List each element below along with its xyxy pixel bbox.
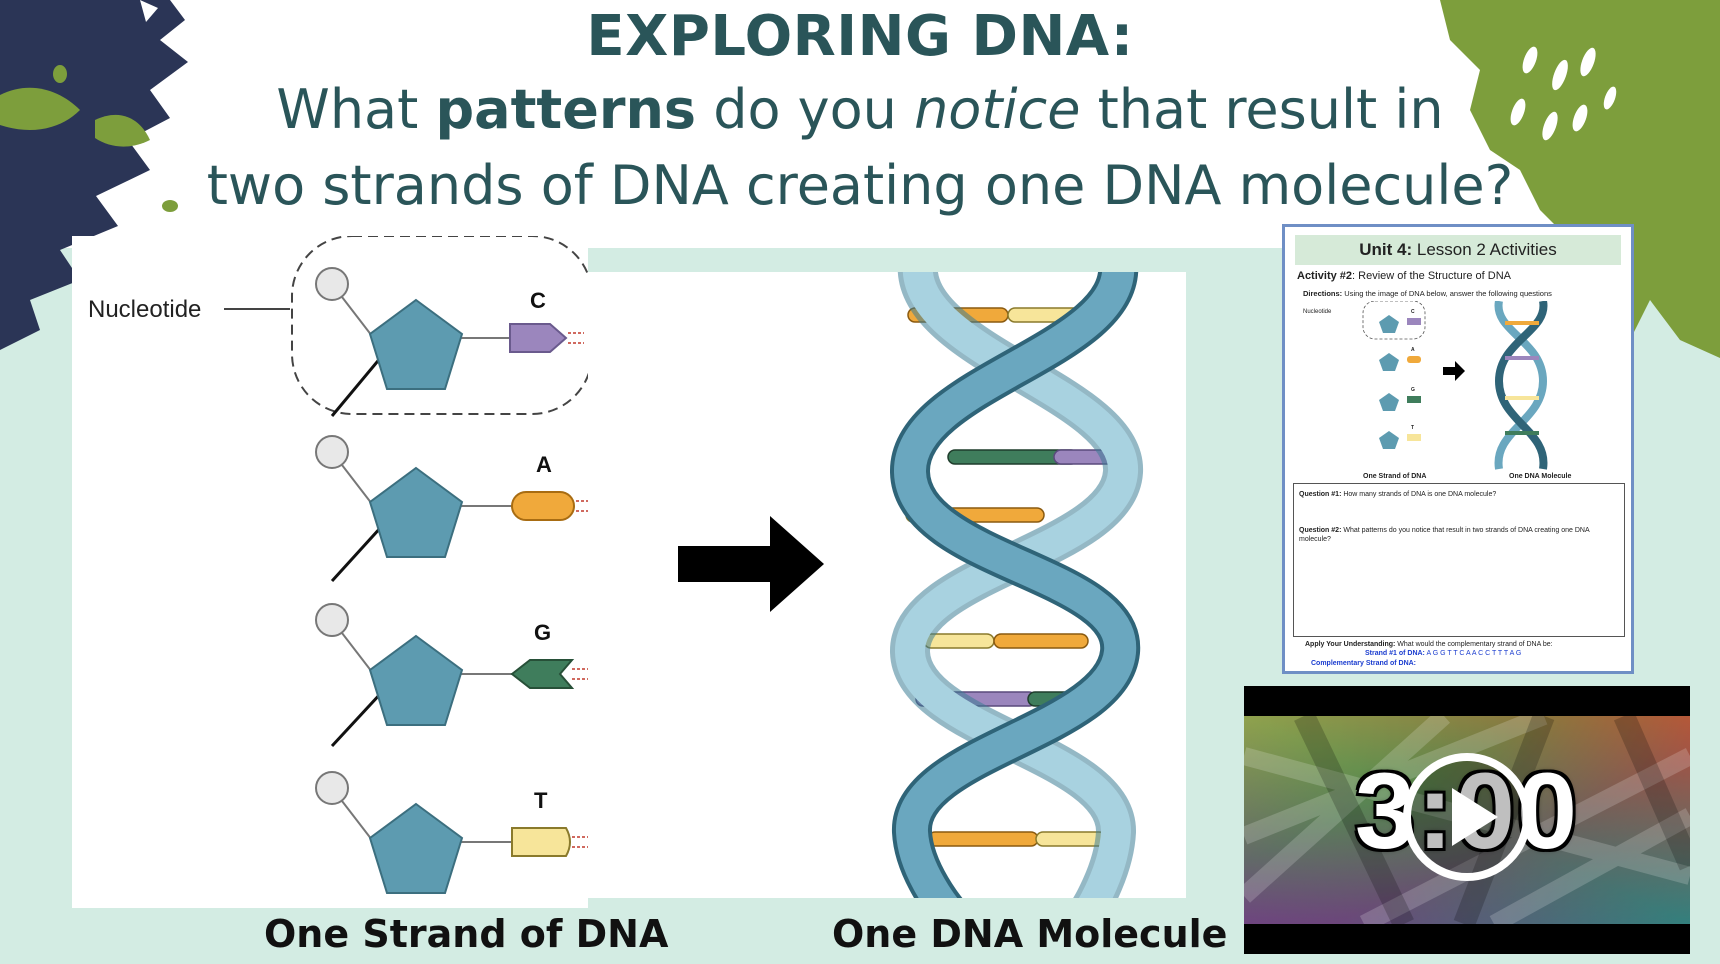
base-t-shape — [511, 827, 571, 857]
nucleotide-c: C — [315, 267, 584, 390]
base-label-t: T — [534, 788, 548, 813]
mini-base-t: T — [1411, 425, 1414, 431]
question-1-label: Question #1: — [1299, 491, 1342, 498]
nucleotide-highlight-box — [291, 236, 588, 415]
sugar-pentagon — [368, 298, 464, 390]
apply-text: What would the complementary strand of D… — [1395, 641, 1553, 648]
mini-nucleotide-label: Nucleotide — [1303, 309, 1332, 315]
sugar-pentagon — [368, 634, 464, 726]
activity-label: Activity #2 — [1297, 270, 1353, 282]
mini-base-c: C — [1411, 309, 1415, 315]
question-2-text: What patterns do you notice that result … — [1299, 527, 1590, 543]
slide-title: EXPLORING DNA: What patterns do you noti… — [140, 2, 1580, 224]
worksheet-question-box: Question #1: How many strands of DNA is … — [1293, 483, 1625, 637]
worksheet-dna-figure: Nucleotide C A G T — [1303, 301, 1548, 470]
title-emphasis-patterns: patterns — [435, 78, 697, 141]
title-text: that result in — [1080, 78, 1444, 141]
mini-strand-caption: One Strand of DNA — [1363, 473, 1427, 480]
strand-caption: One Strand of DNA — [264, 912, 669, 956]
base-label-c: C — [530, 288, 546, 313]
sugar-pentagon — [368, 466, 464, 558]
base-a-shape — [511, 491, 575, 521]
worksheet-activity: Activity #2: Review of the Structure of … — [1297, 270, 1511, 282]
question-1-text: How many strands of DNA is one DNA molec… — [1341, 491, 1497, 498]
title-text: do you — [696, 78, 915, 141]
play-icon[interactable] — [1398, 748, 1536, 886]
question-2-label: Question #2: — [1299, 527, 1342, 534]
arrow-panel — [588, 272, 888, 898]
right-arrow-icon — [678, 516, 824, 612]
nucleotide-t: T — [315, 771, 588, 894]
title-question-line2: two strands of DNA creating one DNA mole… — [206, 154, 1514, 217]
base-label-g: G — [534, 620, 551, 645]
title-emphasis-notice: notice — [914, 78, 1081, 141]
nucleotide-label: Nucleotide — [88, 296, 201, 323]
complementary-strand-label: Complementary Strand of DNA: — [1311, 660, 1417, 667]
navy-brush-decoration — [0, 0, 188, 350]
title-heading: EXPLORING DNA: — [586, 4, 1134, 69]
title-question-line1: What patterns do you notice that result … — [140, 72, 1580, 148]
worksheet-thumbnail[interactable]: Unit 4: Lesson 2 Activities Activity #2:… — [1282, 224, 1634, 674]
apply-understanding: Apply Your Understanding: What would the… — [1305, 641, 1553, 648]
dna-strand-diagram: Nucleotide C A G — [88, 236, 588, 894]
mini-base-g: G — [1411, 387, 1415, 393]
directions-label: Directions: — [1303, 289, 1343, 298]
nucleotide-a: A — [315, 435, 588, 558]
base-g-shape — [510, 659, 575, 689]
strand-1-seq: A G G T T C A A C C T T T A G — [1424, 650, 1522, 657]
title-banner — [0, 0, 1720, 248]
mini-molecule-caption: One DNA Molecule — [1509, 473, 1572, 480]
activity-text: : Review of the Structure of DNA — [1352, 270, 1511, 282]
title-text: What — [276, 78, 436, 141]
timer-video[interactable]: 3:00 — [1244, 686, 1690, 954]
base-label-a: A — [536, 452, 552, 477]
apply-label: Apply Your Understanding: — [1305, 641, 1396, 648]
strand-1-sequence: Strand #1 of DNA: A G G T T C A A C C T … — [1365, 650, 1521, 657]
worksheet-lesson: Lesson 2 Activities — [1412, 240, 1557, 259]
dna-double-helix — [889, 272, 1143, 898]
molecule-caption: One DNA Molecule — [832, 912, 1228, 956]
worksheet-directions: Directions: Using the image of DNA below… — [1303, 289, 1552, 298]
green-brush-decoration — [1440, 0, 1720, 358]
worksheet-header: Unit 4: Lesson 2 Activities — [1295, 235, 1621, 265]
sugar-pentagon — [368, 802, 464, 894]
base-c-shape — [509, 323, 568, 353]
strand-1-label: Strand #1 of DNA: — [1365, 650, 1425, 657]
worksheet-unit: Unit 4: — [1359, 240, 1413, 259]
directions-text: Using the image of DNA below, answer the… — [1342, 289, 1552, 298]
mini-base-a: A — [1411, 347, 1415, 353]
question-1: Question #1: How many strands of DNA is … — [1299, 490, 1619, 499]
nucleotide-g: G — [315, 603, 588, 726]
question-2: Question #2: What patterns do you notice… — [1299, 526, 1619, 544]
